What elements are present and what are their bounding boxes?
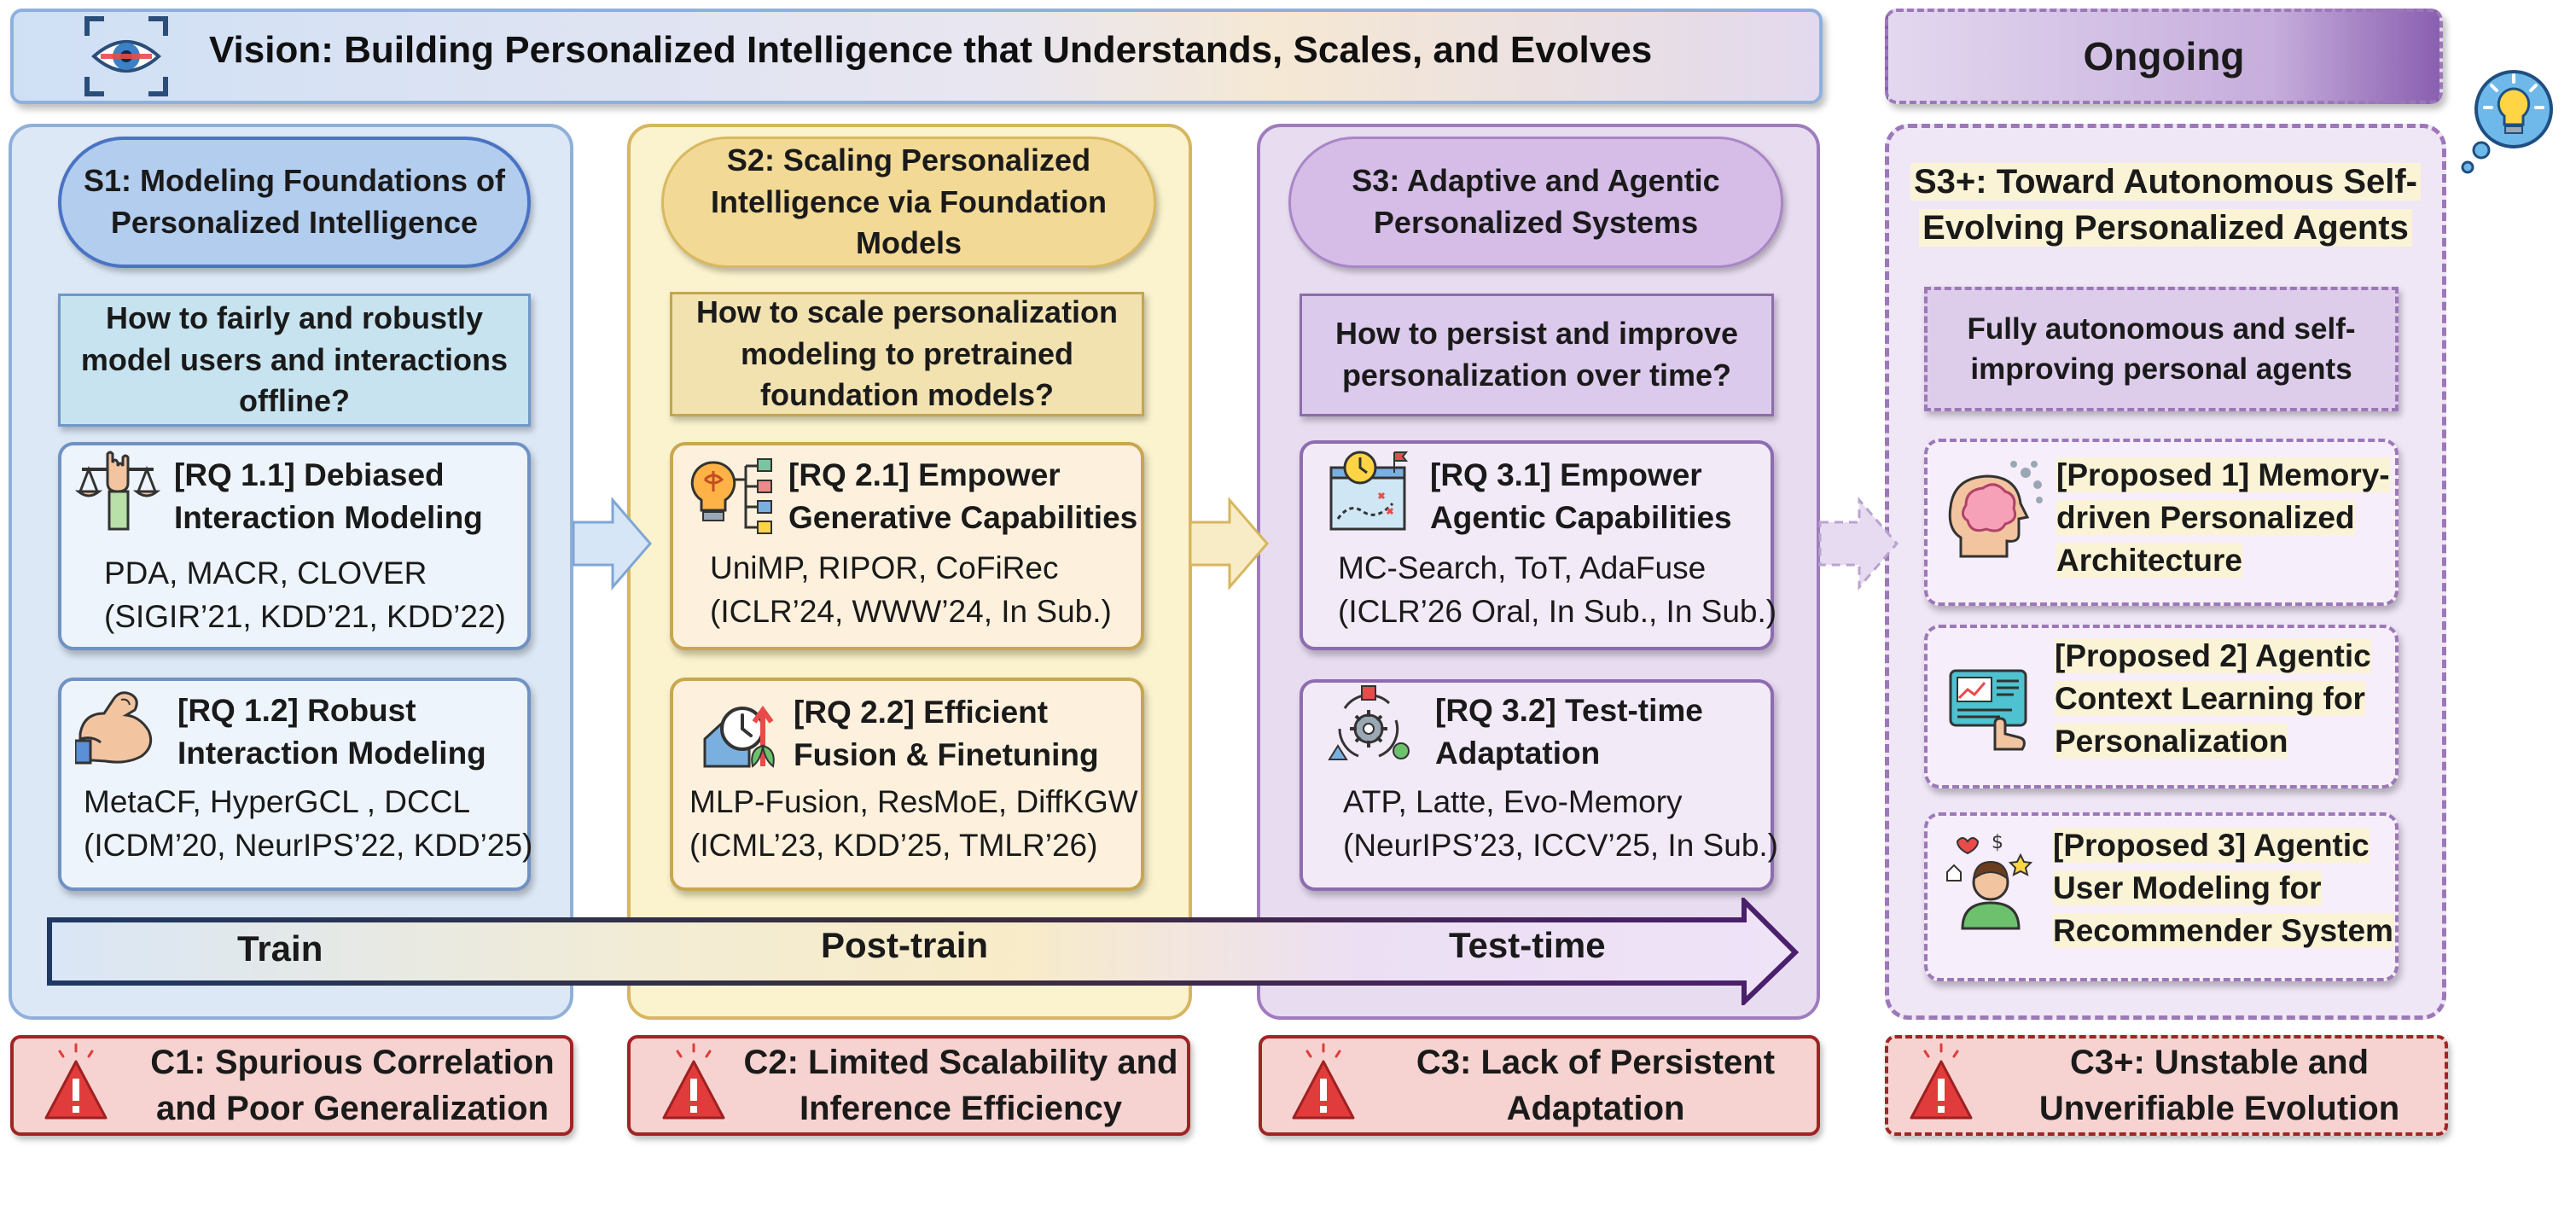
proposed-1-title: [Proposed 1] Memory- driven Personalized… <box>2056 457 2390 578</box>
challenge-c2-box <box>627 1035 1190 1136</box>
rq-1-1-methods: PDA, MACR, CLOVER(SIGIR’21, KDD’21, KDD’… <box>104 556 506 635</box>
stage-s4-title: S3+: Toward Autonomous Self-Evolving Per… <box>1901 154 2430 256</box>
proposed-3-title: [Proposed 3] Agentic User Modeling for R… <box>2053 828 2393 948</box>
rq-1-2-methods: MetaCF, HyperGCL , DCCL(ICDM’20, NeurIPS… <box>84 784 533 864</box>
rq-1-1-card <box>58 442 531 650</box>
arrow-s2-to-s3 <box>1189 497 1269 591</box>
warning-triangle-icon <box>44 1043 108 1120</box>
rq-3-2-methods: ATP, Latte, Evo-Memory(NeurIPS’23, ICCV’… <box>1343 784 1778 864</box>
lightbulb-thought-icon <box>2461 70 2553 174</box>
rq-1-2-card <box>58 678 531 891</box>
touch-screen-icon <box>1949 669 2027 751</box>
rq-3-2-card <box>1300 679 1774 891</box>
proposed-2-title: [Proposed 2] Agentic Context Learning fo… <box>2055 638 2371 759</box>
warning-triangle-icon <box>1910 1043 1973 1120</box>
timeline-arrow <box>47 898 1800 1005</box>
timeline-post-train-label: Post-train <box>821 925 989 965</box>
vision-banner <box>10 9 1823 104</box>
ongoing-banner: Ongoing <box>1885 9 2443 104</box>
user-ideas-icon: $ <box>1946 832 2033 930</box>
warning-triangle-icon <box>662 1043 725 1120</box>
eye-scan-icon <box>84 16 168 96</box>
arrow-s3-to-s4 <box>1818 497 1899 591</box>
hand-scales-icon <box>75 451 160 531</box>
brain-bulb-network-icon <box>690 458 772 534</box>
rq-2-1-methods: UniMP, RIPOR, CoFiRec(ICLR’24, WWW’24, I… <box>710 550 1112 630</box>
rq-2-1-card <box>670 442 1144 650</box>
warning-triangle-icon <box>1292 1043 1355 1120</box>
rq-3-1-methods: MC-Search, ToT, AdaFuse(ICLR’26 Oral, In… <box>1338 550 1777 630</box>
rq-2-2-methods: MLP-Fusion, ResMoE, DiffKGW(ICML’23, KDD… <box>689 784 1138 864</box>
gear-cycle-icon <box>1328 685 1410 760</box>
stage-s4-question: Fully autonomous and self-improving pers… <box>1924 287 2399 411</box>
arrow-s1-to-s2 <box>572 497 652 591</box>
timeline-train-label: Train <box>237 928 323 969</box>
strategy-plan-icon <box>1329 451 1409 531</box>
clock-growth-icon <box>703 705 775 768</box>
timeline-test-time-label: Test-time <box>1449 925 1606 965</box>
flexed-arm-icon <box>75 691 153 765</box>
head-memory-icon <box>1948 461 2043 558</box>
vision-title: Vision: Building Personalized Intelligen… <box>209 29 1653 71</box>
challenge-c4-box <box>1885 1035 2448 1136</box>
svg-text:$: $ <box>1992 832 2003 853</box>
